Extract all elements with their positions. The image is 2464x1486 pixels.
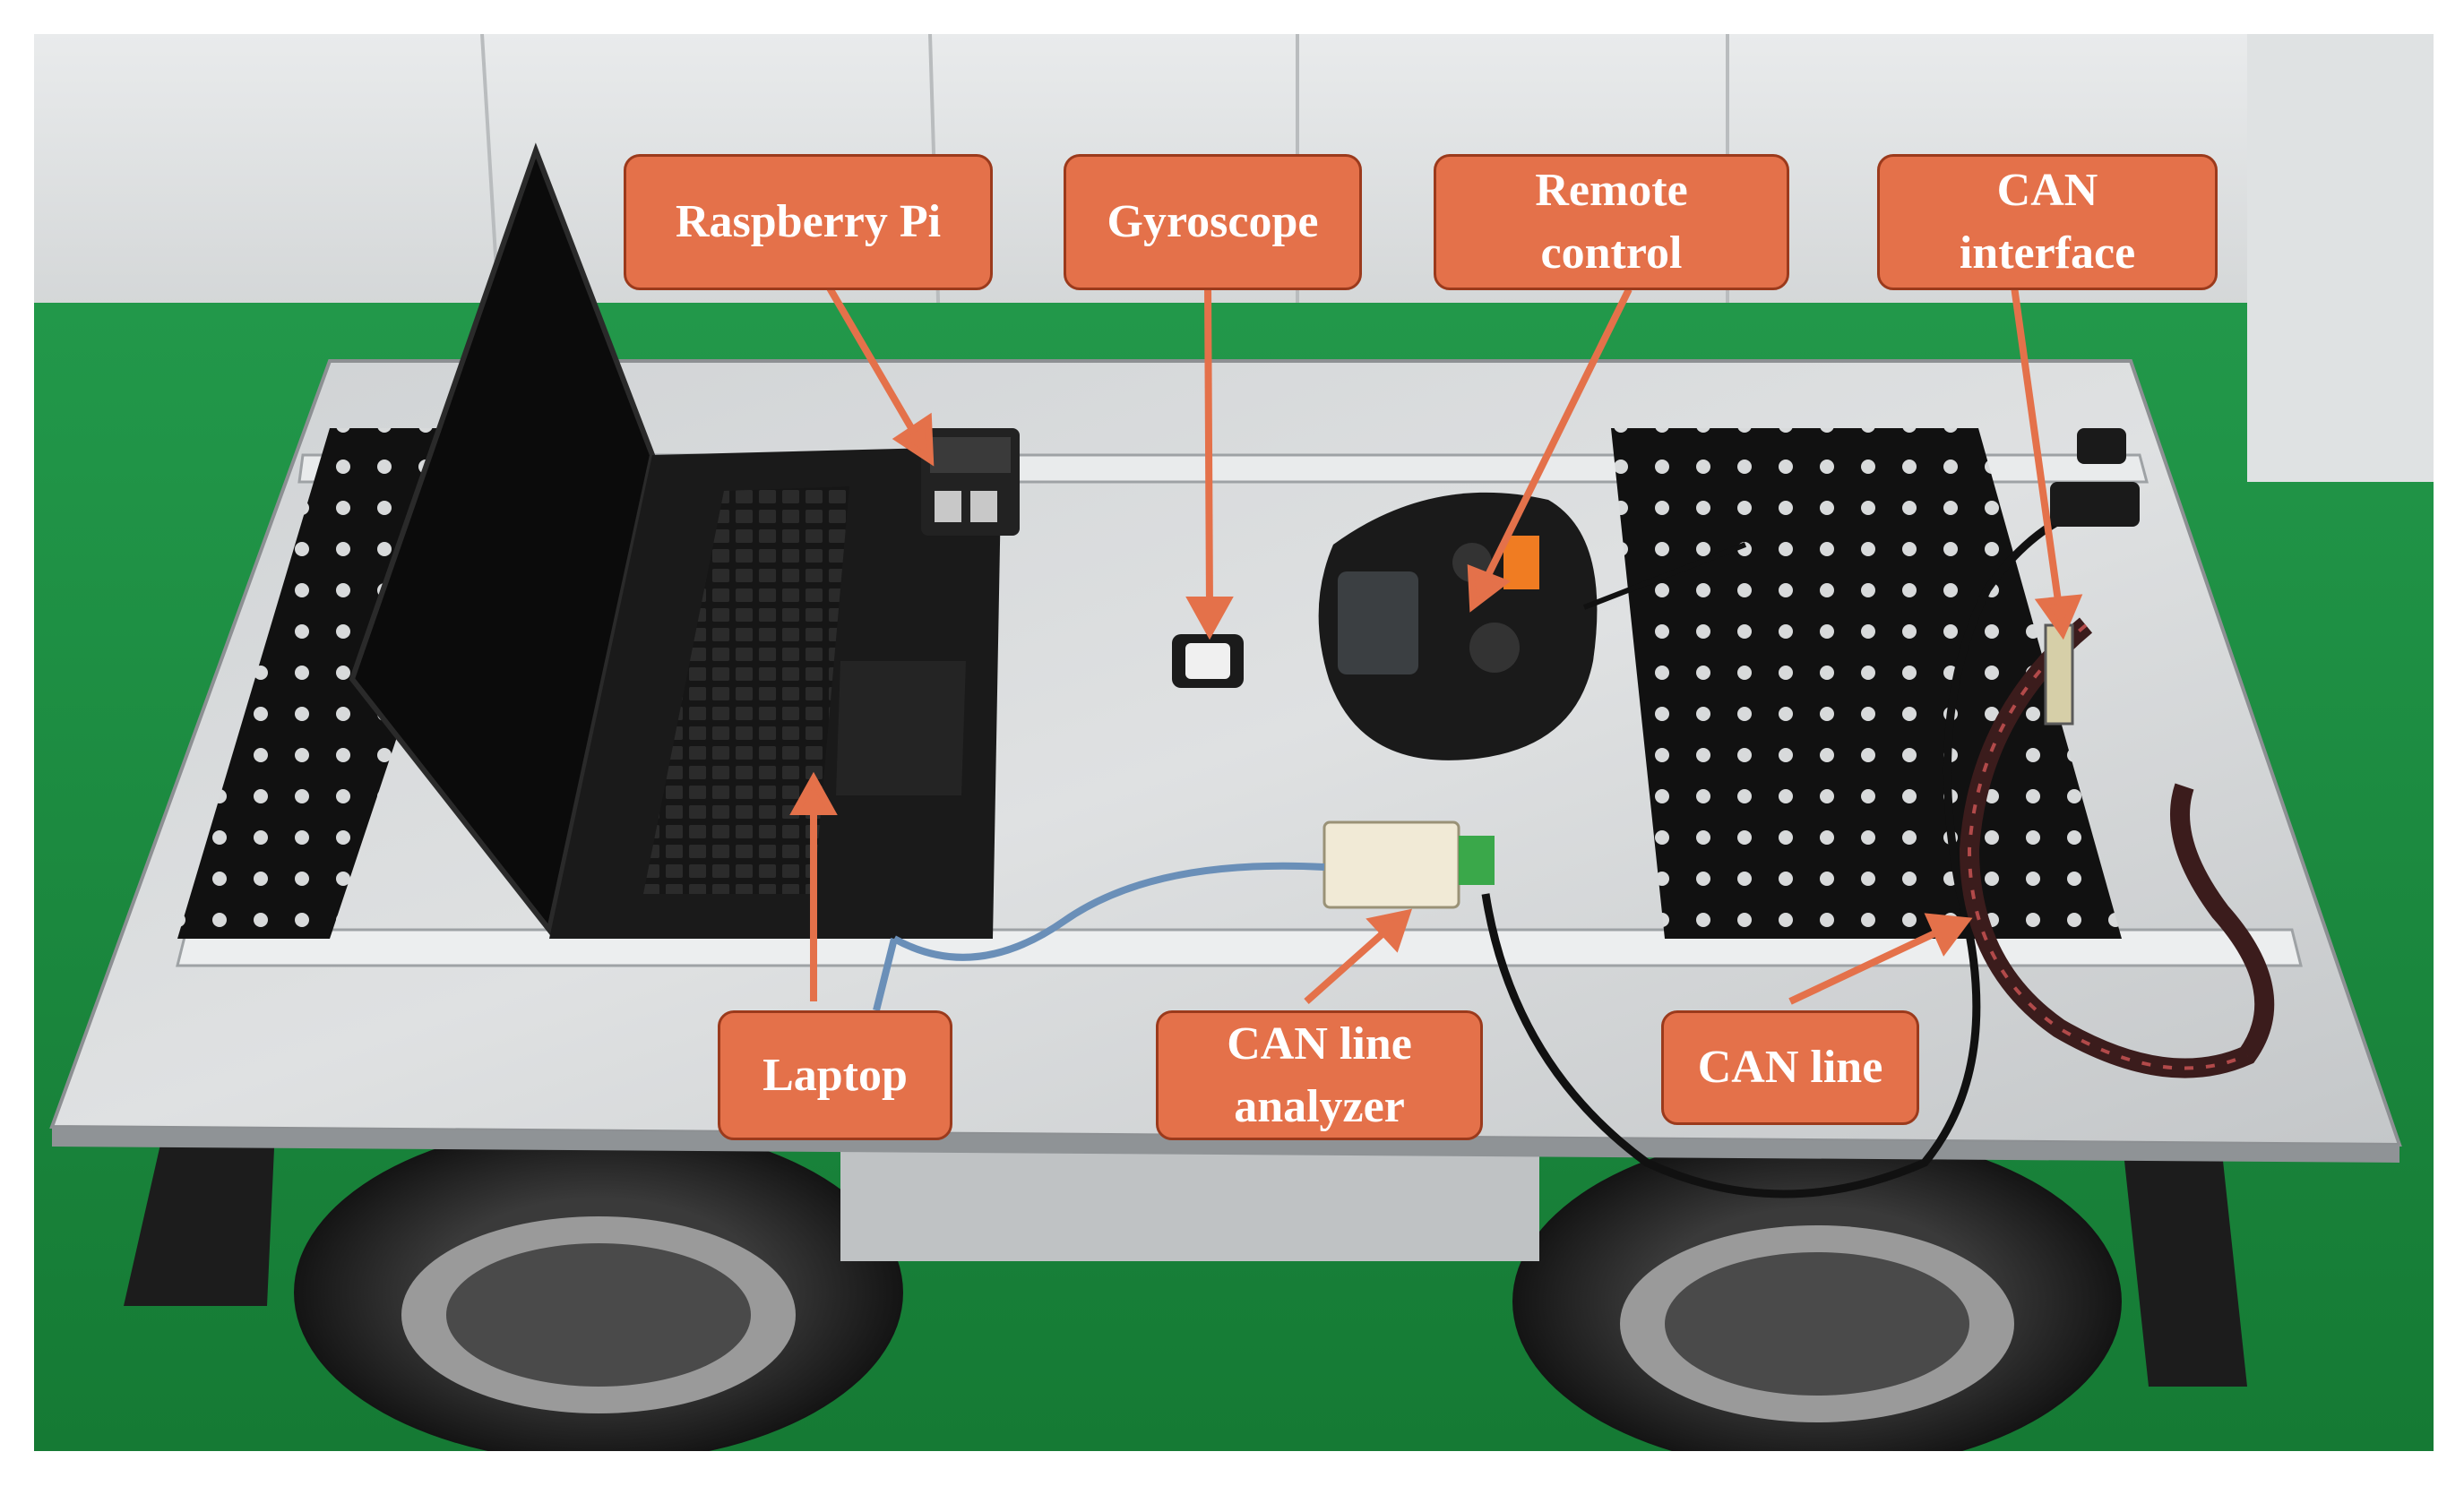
pointer-arrows: [789, 273, 2083, 1005]
usb-cable: [892, 862, 1325, 961]
callout-gyroscope: Gyroscope: [1064, 154, 1362, 290]
bumper-right: [2122, 1136, 2247, 1387]
callout-can-interface: CAN interface: [1877, 154, 2218, 290]
can-cable-black: [1481, 495, 2141, 1198]
callout-raspberry-pi: Raspberry Pi: [624, 154, 993, 290]
callout-can-line: CAN line: [1661, 1010, 1919, 1125]
callout-can-line-analyzer: CAN line analyzer: [1156, 1010, 1483, 1140]
wheel-right: [1512, 1131, 2122, 1451]
bumper-left: [124, 1109, 276, 1306]
can-analyzer-box: [1322, 820, 1460, 909]
right-mounting-plate: [1611, 428, 2122, 939]
laptop-keyboard: [643, 486, 849, 894]
wheel-left: [294, 1122, 903, 1451]
laptop-screen: [349, 142, 656, 936]
vehicle-photo: [34, 34, 2434, 1451]
laptop-touchpad: [836, 661, 966, 795]
callout-remote-control: Remote control: [1434, 154, 1789, 290]
can-interface-connector: [2044, 623, 2074, 726]
callout-laptop: Laptop: [718, 1010, 952, 1140]
